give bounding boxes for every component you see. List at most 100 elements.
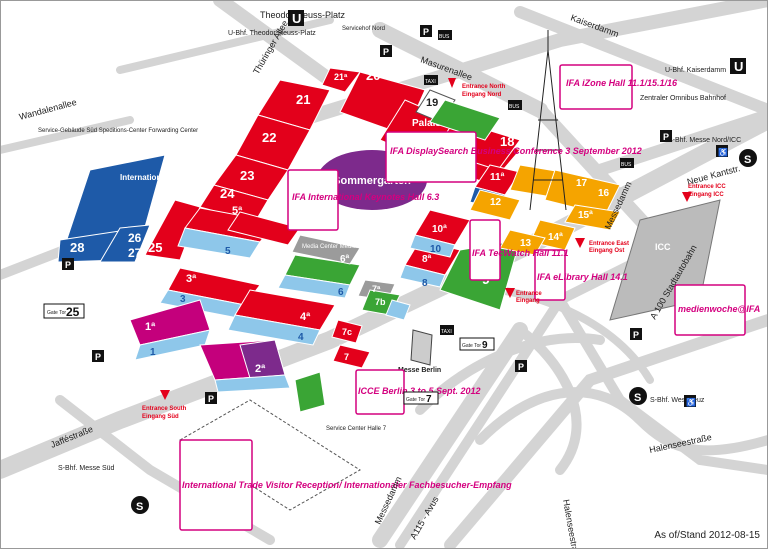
svg-text:7b: 7b — [375, 297, 386, 307]
service-center: Service Center Halle 7 — [294, 371, 387, 432]
svg-text:P: P — [518, 362, 524, 372]
callouts — [179, 64, 746, 531]
svg-text:10ª: 10ª — [432, 224, 447, 235]
svg-text:Gate Tor: Gate Tor — [47, 310, 66, 316]
svg-text:Eingang Ost: Eingang Ost — [589, 248, 624, 254]
callout-izone — [559, 64, 633, 110]
wheelchair-icon: ♿ — [684, 395, 696, 407]
callout-medienwoche — [674, 284, 746, 336]
svg-text:21ª: 21ª — [334, 72, 348, 82]
svg-text:Entrance South: Entrance South — [142, 406, 187, 412]
svg-text:3: 3 — [180, 294, 186, 305]
svg-text:1: 1 — [150, 347, 156, 358]
svg-text:Halenseestraße: Halenseestraße — [561, 499, 582, 549]
svg-text:4: 4 — [298, 332, 304, 343]
svg-text:8ª: 8ª — [422, 254, 432, 265]
orange-halls[interactable] — [469, 164, 621, 256]
parking-icon: P — [62, 258, 74, 270]
svg-text:15ª: 15ª — [578, 210, 593, 221]
sbahn-icon: S — [629, 387, 647, 405]
svg-text:7: 7 — [344, 352, 349, 362]
svg-text:Entrance ICC: Entrance ICC — [688, 184, 726, 190]
hall-6-media — [291, 234, 361, 265]
svg-text:S-Bhf. Westkreuz: S-Bhf. Westkreuz — [650, 397, 705, 404]
svg-text:U: U — [292, 11, 301, 26]
svg-text:S-Bhf. Messe Süd: S-Bhf. Messe Süd — [58, 465, 115, 472]
svg-text:TAXI: TAXI — [441, 329, 452, 335]
svg-text:IFA DisplaySearch Business Con: IFA DisplaySearch Business Conference 3 … — [390, 146, 642, 156]
funkturm-tower — [529, 30, 567, 211]
hall-19-area[interactable]: 19 — [415, 89, 501, 141]
sbahn-icon: S — [131, 496, 149, 514]
ubahn-icon: U — [730, 58, 746, 74]
entrance-north-arrow-icon — [448, 78, 456, 88]
hall-7-labels: 7ª 7b 7c 7 — [342, 284, 386, 362]
hall-7-cluster[interactable] — [331, 279, 411, 369]
orange-halls-labels: 12 13 14ª 15ª 16 17 — [490, 178, 610, 249]
svg-text:21: 21 — [296, 92, 310, 107]
congress-hall-site — [179, 399, 361, 511]
svg-text:12: 12 — [490, 197, 502, 208]
svg-text:S: S — [136, 501, 143, 513]
north-halls-labels: 20 21ª 21 22 23 24 25 Palais 18 — [148, 68, 514, 255]
svg-text:S: S — [634, 392, 641, 404]
svg-text:♿: ♿ — [686, 397, 696, 407]
entrance-markers — [160, 78, 692, 400]
svg-text:IFA eLibrary Hall 14.1: IFA eLibrary Hall 14.1 — [537, 272, 628, 282]
callout-trade-visitor — [179, 439, 253, 531]
svg-text:Entrance: Entrance — [516, 291, 542, 297]
parking-icon: P — [380, 45, 392, 57]
svg-text:6ª: 6ª — [340, 254, 350, 265]
svg-text:7ª: 7ª — [372, 284, 381, 294]
svg-text:23: 23 — [240, 168, 254, 183]
taxi-icon: TAXI — [424, 75, 438, 85]
hall-5 — [177, 227, 261, 259]
south-halls[interactable] — [129, 299, 291, 393]
station-labels: U-Bhf. Theodor-Heuss-Platz U-Bhf. Kaiser… — [38, 26, 741, 472]
bus-icon: BUS — [620, 158, 634, 168]
svg-text:S: S — [744, 154, 751, 166]
svg-text:BUS: BUS — [509, 104, 520, 110]
svg-text:25: 25 — [66, 305, 80, 319]
parking-icon: P — [515, 360, 527, 372]
wheelchair-icon: ♿ — [716, 145, 728, 157]
svg-text:IFA iZone Hall 11.1/15.1/16: IFA iZone Hall 11.1/15.1/16 — [566, 78, 678, 88]
callout-elibrary — [534, 249, 566, 301]
callout-displaysearch — [385, 131, 477, 183]
entrance-main-arrow-icon — [505, 288, 515, 298]
central-halls-upper[interactable] — [159, 207, 361, 346]
parking-icon: P — [420, 25, 432, 37]
hall-6 — [277, 274, 351, 299]
svg-text:ICC: ICC — [655, 242, 671, 252]
svg-text:7c: 7c — [342, 327, 352, 337]
svg-text:Eingang: Eingang — [516, 298, 540, 304]
svg-text:11ª: 11ª — [490, 172, 505, 183]
parking-icon: P — [92, 350, 104, 362]
entrance-icc-arrow-icon — [682, 192, 692, 202]
parking-icon: P — [205, 392, 217, 404]
svg-text:Palais: Palais — [412, 118, 441, 129]
callout-keynotes — [287, 169, 339, 231]
svg-text:8: 8 — [422, 278, 428, 289]
svg-text:22: 22 — [262, 130, 276, 145]
svg-text:6: 6 — [338, 287, 344, 298]
bus-icon: BUS — [508, 100, 522, 110]
svg-text:P: P — [208, 394, 214, 404]
svg-text:2ª: 2ª — [255, 363, 266, 375]
entrance-east-arrow-icon — [575, 238, 585, 248]
svg-text:10: 10 — [430, 244, 442, 255]
international-halls[interactable]: International Halls 28 26 27 — [57, 154, 190, 263]
svg-text:Gate Tor: Gate Tor — [462, 343, 481, 349]
central-halls-upper-labels: 5ª 5 3ª 3 4ª 4 6ª 6 Media Center Medienz… — [180, 205, 381, 343]
bus-icon: BUS — [438, 30, 452, 40]
hall-21a — [321, 67, 361, 93]
svg-text:5: 5 — [225, 246, 231, 257]
svg-text:Entrance East: Entrance East — [589, 241, 629, 247]
sbahn-icon: S — [739, 149, 757, 167]
hall-4 — [227, 314, 321, 346]
svg-text:Eingang ICC: Eingang ICC — [688, 192, 724, 198]
svg-text:Service-Gebäude Süd Speditions: Service-Gebäude Süd Speditions-Center Fo… — [38, 128, 198, 134]
footer-stand-date: As of/Stand 2012-08-15 — [654, 530, 760, 541]
